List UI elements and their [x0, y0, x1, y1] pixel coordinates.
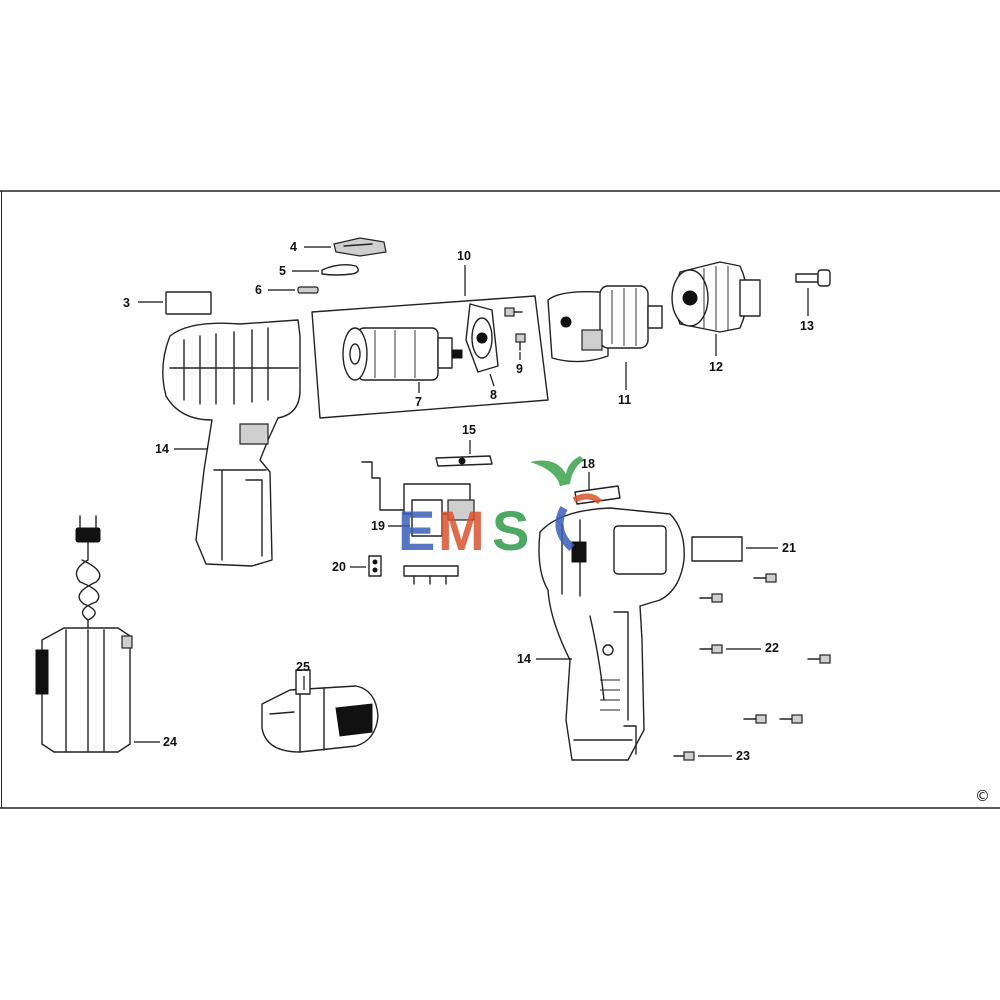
svg-text:14: 14 — [155, 442, 169, 456]
watermark-arc — [555, 506, 575, 551]
part-4-clip[interactable] — [333, 237, 387, 257]
callout-11: 11 — [618, 362, 631, 407]
svg-text:4: 4 — [290, 240, 297, 254]
callout-9: 9 — [516, 352, 523, 376]
part-23-screw[interactable] — [673, 751, 695, 761]
svg-text:7: 7 — [415, 395, 422, 409]
svg-text:15: 15 — [462, 423, 476, 437]
callout-12: 12 — [709, 334, 723, 374]
watermark-swoosh — [530, 456, 584, 486]
part-24-charger[interactable] — [35, 515, 133, 753]
part-22-screws[interactable] — [699, 573, 831, 724]
part-19-switch[interactable] — [361, 461, 475, 585]
callout-24: 24 — [134, 735, 177, 749]
part-14-housing-right[interactable] — [538, 507, 685, 761]
part-10-motor-assembly-frame[interactable] — [311, 295, 549, 419]
part-7-motor[interactable] — [342, 327, 463, 381]
svg-text:8: 8 — [490, 388, 497, 402]
watermark-letter-e: E — [398, 499, 435, 562]
callout-6: 6 — [255, 283, 295, 297]
part-3-label[interactable] — [165, 291, 212, 315]
callout-8: 8 — [489, 373, 497, 402]
callout-18: 18 — [581, 457, 595, 490]
part-15-switch-lever[interactable] — [435, 455, 493, 467]
part-8-motor-plate[interactable] — [465, 303, 499, 373]
svg-text:12: 12 — [709, 360, 723, 374]
callout-4: 4 — [290, 240, 331, 254]
callout-15: 15 — [462, 423, 476, 454]
svg-text:20: 20 — [332, 560, 346, 574]
callout-21: 21 — [746, 541, 796, 555]
svg-text:18: 18 — [581, 457, 595, 471]
callout-22: 22 — [726, 641, 779, 655]
diagram-frame — [0, 190, 1000, 809]
callout-14-left: 14 — [155, 442, 208, 456]
svg-text:19: 19 — [371, 519, 385, 533]
callout-20: 20 — [332, 560, 366, 574]
callout-7: 7 — [415, 382, 422, 409]
svg-text:3: 3 — [123, 296, 130, 310]
callout-14-right: 14 — [517, 652, 572, 666]
callout-13: 13 — [800, 288, 814, 333]
svg-text:23: 23 — [736, 749, 750, 763]
svg-text:5: 5 — [279, 264, 286, 278]
svg-text:21: 21 — [782, 541, 796, 555]
callout-25: 25 — [296, 660, 310, 690]
copyright-symbol: © — [975, 787, 990, 805]
svg-text:24: 24 — [163, 735, 177, 749]
svg-text:25: 25 — [296, 660, 310, 674]
part-25-battery[interactable] — [261, 669, 379, 753]
svg-text:11: 11 — [618, 393, 631, 407]
part-12-chuck[interactable] — [671, 261, 761, 333]
callout-5: 5 — [279, 264, 319, 278]
part-21-label[interactable] — [691, 536, 743, 562]
callout-3: 3 — [123, 296, 163, 310]
part-9-screws[interactable] — [504, 307, 526, 351]
part-13-chuck-screw[interactable] — [795, 269, 831, 287]
svg-text:9: 9 — [516, 362, 523, 376]
part-5-spring-clip[interactable] — [321, 263, 359, 276]
svg-text:10: 10 — [457, 249, 471, 263]
part-20-terminal[interactable] — [368, 555, 382, 577]
svg-text:22: 22 — [765, 641, 779, 655]
svg-text:14: 14 — [517, 652, 531, 666]
watermark-letter-s: S — [492, 499, 529, 562]
svg-text:6: 6 — [255, 283, 262, 297]
part-11-gearbox[interactable] — [547, 285, 663, 363]
ems-watermark: E M S — [398, 456, 603, 562]
svg-text:13: 13 — [800, 319, 814, 333]
callout-19: 19 — [371, 519, 410, 533]
watermark-letter-m: M — [438, 499, 485, 562]
part-6-pin[interactable] — [297, 286, 319, 294]
part-14-housing-left[interactable] — [162, 319, 301, 567]
callout-23: 23 — [698, 749, 750, 763]
callout-10: 10 — [457, 249, 471, 296]
